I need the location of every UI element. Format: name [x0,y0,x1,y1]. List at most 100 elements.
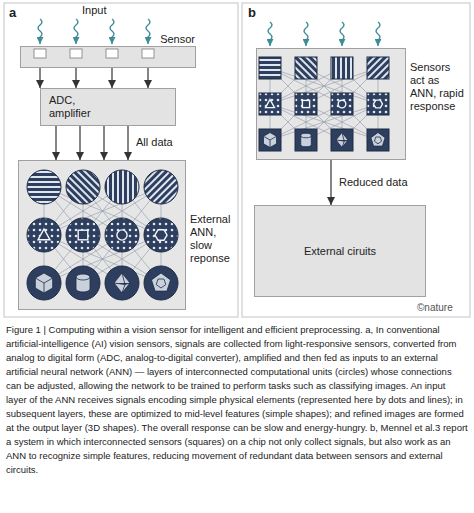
ann-unit [27,218,61,252]
sensor-square [295,93,317,115]
ann-unit [66,218,100,252]
ann-circle [105,170,139,204]
sensor-square [331,57,353,79]
ann-unit [27,266,61,300]
feature-shape [302,100,309,107]
ann-circle [66,218,100,252]
sensor-element [142,49,154,58]
ann-circle [144,266,178,300]
feature-shape [78,230,88,240]
network-link [44,235,161,283]
sensor-unit [331,93,353,115]
data-arrow [79,126,80,160]
ann-unit [105,218,139,252]
light-wave [304,22,308,46]
data-arrow [39,68,40,88]
sensor-square [259,57,281,79]
sensor-ann-grid: Sensors act as ANN, rapid response [256,48,406,160]
sensor-element [106,49,118,58]
sensor-square [367,57,389,79]
sensor-square [259,93,281,115]
sensor-unit [259,129,281,151]
ann-unit [105,170,139,204]
light-wave [74,19,78,44]
cube-shape [35,273,52,293]
network-link [44,187,161,235]
panel-letter: a [9,5,16,20]
input-light-waves [38,19,380,46]
adc-amplifier-box: ADC, amplifier [40,88,176,126]
sensor-unit [367,93,389,115]
ann-unit [105,266,139,300]
ann-circle [144,170,178,204]
data-arrow [147,68,148,88]
sensor-square [259,129,281,151]
sensor-unit [295,57,317,79]
sensor-square [295,129,317,151]
sensor-unit [331,57,353,79]
ann-circle [27,266,61,300]
sensor-unit [259,57,281,79]
node-text: Sensor [160,33,195,46]
light-wave [110,19,114,44]
connector-group [40,68,148,88]
network-link [44,235,161,283]
feature-shape [266,100,275,108]
sensor-square [331,93,353,115]
dodecahedron-shape [152,273,171,291]
sensor-ann-squares [257,49,405,159]
connector-group [331,160,332,205]
sensor-square [367,93,389,115]
ann-unit [144,170,178,204]
octahedron-shape [114,273,130,293]
sensor-unit [295,93,317,115]
ann-circle [66,170,100,204]
network-link [44,187,161,235]
data-arrow [127,126,128,160]
feature-shape [117,230,127,240]
watermark: ©nature [417,301,453,314]
sensor-unit [367,57,389,79]
network-link [270,68,378,104]
external-ann-box: External ANN, slow reponse [18,160,186,310]
data-arrow [103,126,104,160]
ann-circle [105,218,139,252]
sensor-unit [259,93,281,115]
sensor-elements [21,47,195,67]
node-text: ADC, amplifier [49,94,111,120]
network-link [270,68,378,104]
ann-unit [66,266,100,300]
octahedron-shape [336,133,348,148]
node-text: External ciruits [304,245,376,258]
ann-circle [105,266,139,300]
sensor-element [70,49,82,58]
sensor-square [367,129,389,151]
sensor-element [34,49,46,58]
light-wave [376,22,380,46]
sensor-unit [331,129,353,151]
edge-label: Reduced data [337,176,410,189]
ann-layers [19,161,185,309]
network-link [270,104,378,140]
data-arrow [55,126,56,160]
sensor-unit [295,129,317,151]
panel-frame [4,3,238,317]
light-wave [146,19,150,44]
node-text: External ANN, slow reponse [190,213,236,265]
panel-frame [242,3,470,317]
node-text: Sensors act as ANN, rapid response [410,61,466,113]
feature-shape [155,230,167,240]
data-arrow [111,68,112,88]
external-circuits-box: External ciruits [254,205,426,297]
figure-caption: Figure 1 | Computing within a vision sen… [6,323,468,477]
ann-unit [66,170,100,204]
feature-shape [338,100,346,108]
data-arrow [75,68,76,88]
sensor-unit [367,129,389,151]
connector-group [56,126,128,160]
data-arrow [330,160,331,205]
ann-unit [27,170,61,204]
feature-shape [38,229,50,240]
ann-circle [144,218,178,252]
